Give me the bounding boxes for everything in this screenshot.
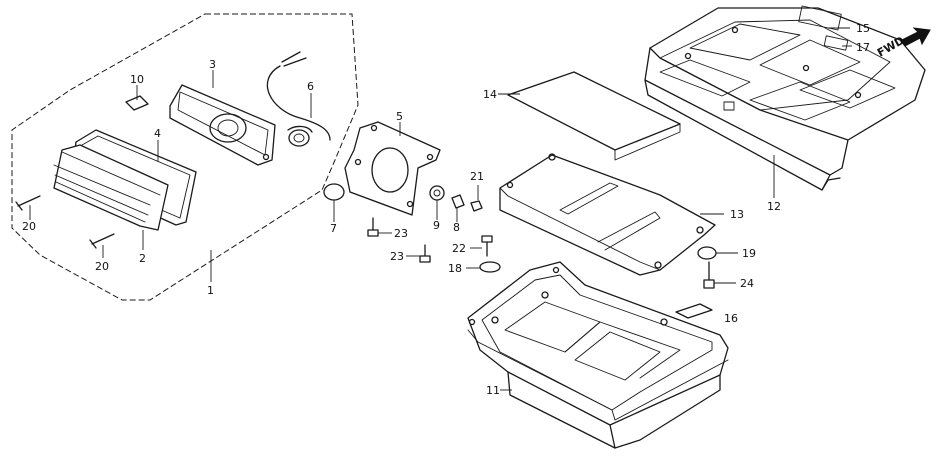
callout-15: 15: [856, 22, 870, 35]
callout-10: 10: [130, 73, 144, 86]
part-16-label: [675, 303, 713, 319]
callout-9: 9: [433, 219, 440, 232]
callout-18: 18: [448, 262, 462, 275]
callout-24: 24: [740, 277, 754, 290]
part-20-screw-b: [89, 233, 115, 249]
part-5-bracket: [344, 121, 441, 216]
callout-20b: 20: [95, 260, 109, 273]
part-6-wire-harness: [266, 51, 331, 147]
callout-23b: 23: [390, 250, 404, 263]
part-2-lens: [53, 144, 169, 231]
leader-lines: [29, 27, 852, 391]
part-22-bolt: [481, 235, 493, 257]
part-23-bolt-a: [367, 217, 379, 237]
part-14-sheet: [507, 71, 681, 161]
callout-3: 3: [209, 58, 216, 71]
callout-1: 1: [207, 284, 214, 297]
part-3-housing: [169, 84, 276, 166]
callout-7: 7: [330, 222, 337, 235]
part-8-bulb: [451, 194, 465, 209]
part-7-cap: [323, 183, 345, 201]
assembly-boundary: [11, 13, 359, 301]
callout-23a: 23: [394, 227, 408, 240]
callout-21: 21: [470, 170, 484, 183]
part-23-bolt-b: [419, 244, 431, 263]
callout-5: 5: [396, 110, 403, 123]
part-12-rear-cover: [644, 5, 926, 191]
callouts: 15 17 14 12 13 21 22 18 19 24 16 11 3 10…: [22, 22, 870, 397]
callout-13: 13: [730, 208, 744, 221]
callout-6: 6: [307, 80, 314, 93]
callout-2: 2: [139, 252, 146, 265]
part-20-screw-a: [15, 195, 41, 211]
part-18-washer: [479, 261, 501, 273]
part-11-storage-box: [467, 261, 729, 449]
callout-8: 8: [453, 221, 460, 234]
part-21-nut: [470, 200, 483, 212]
part-13-tray: [499, 153, 716, 276]
callout-4: 4: [154, 127, 161, 140]
part-24-bolt: [703, 261, 715, 289]
callout-22: 22: [452, 242, 466, 255]
callout-17: 17: [856, 41, 870, 54]
part-9-grommet: [429, 185, 445, 201]
callout-12: 12: [767, 200, 781, 213]
callout-16: 16: [724, 312, 738, 325]
part-19-collar: [697, 246, 717, 260]
callout-19: 19: [742, 247, 756, 260]
callout-11: 11: [486, 384, 500, 397]
callout-14: 14: [483, 88, 497, 101]
callout-20a: 20: [22, 220, 36, 233]
part-10-bulb: [125, 95, 149, 111]
